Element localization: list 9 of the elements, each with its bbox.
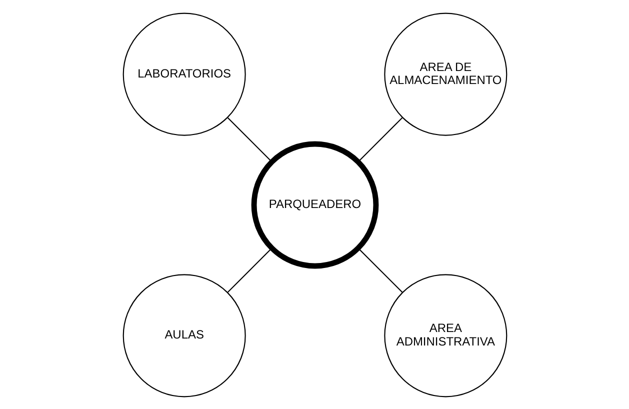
node-circle: AREA ADMINISTRATIVA [384,274,507,397]
node-circle: AULAS [122,274,246,397]
connector [227,116,272,162]
connector [227,247,272,292]
connector [358,248,402,292]
node-circle: LABORATORIOS [122,12,246,136]
connector [357,116,402,162]
node-circle: AREA DE ALMACENAMIENTO [384,12,507,136]
node-circle: PARQUEADERO [250,140,378,268]
